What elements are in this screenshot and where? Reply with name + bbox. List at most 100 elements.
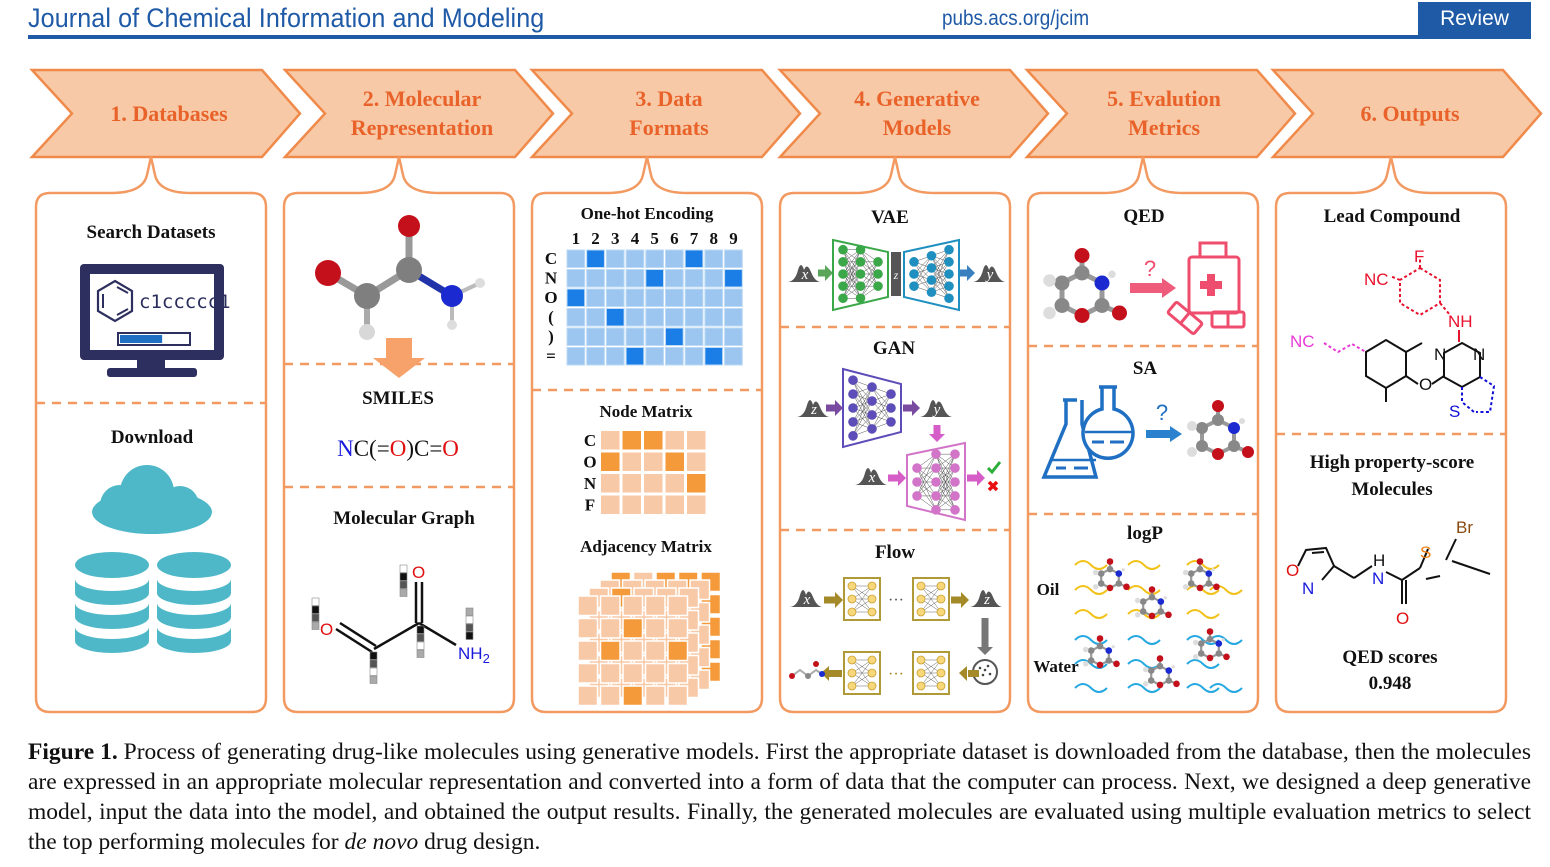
atom-o: O	[1286, 561, 1299, 580]
wave-line	[1209, 635, 1243, 645]
onehot-cell	[724, 269, 743, 288]
adjacency-cell	[622, 662, 644, 684]
neuron	[950, 491, 960, 501]
feature-bar-cell	[416, 649, 425, 658]
flow-title: Flow	[875, 542, 915, 563]
atom-s: S	[1449, 402, 1460, 421]
atom-o: O	[1419, 375, 1432, 394]
onehot-col-label: 9	[729, 229, 738, 248]
panel-border	[778, 191, 1012, 714]
flow-block	[912, 651, 950, 695]
distribution-icon: y	[972, 265, 1006, 283]
adjacency-cell	[622, 685, 644, 707]
panel-frame	[34, 156, 268, 714]
smiles-token: C(=	[354, 436, 390, 461]
wave-line	[1127, 635, 1161, 645]
wave-line	[1209, 683, 1243, 693]
neuron	[931, 491, 941, 501]
node-matrix-title: Node Matrix	[599, 402, 693, 421]
neuron	[950, 477, 960, 487]
oil-water-waves	[1074, 558, 1243, 693]
neuron	[867, 607, 877, 617]
onehot-col-label: 4	[631, 229, 640, 248]
feature-bar-cell	[311, 605, 320, 614]
neuron	[848, 431, 858, 441]
node-cell	[665, 495, 684, 514]
atom-h: H	[1373, 551, 1385, 570]
question-mark: ?	[1144, 256, 1156, 281]
onehot-col-label: 8	[710, 229, 719, 248]
flow-block	[843, 651, 881, 695]
step-label: 4. Generative	[854, 86, 980, 111]
arrow-icon	[821, 666, 842, 681]
logp-title: logP	[1127, 523, 1163, 544]
panel-border	[282, 191, 516, 714]
node-cell	[622, 474, 641, 493]
node-cell	[687, 474, 706, 493]
neural-network-icon	[903, 238, 960, 312]
onehot-cell	[684, 288, 704, 307]
adjacency-cell	[644, 640, 666, 662]
onehot-cell	[586, 327, 605, 346]
neuron	[838, 269, 848, 279]
onehot-cell	[605, 327, 625, 346]
neuron	[867, 581, 877, 591]
variable-label: y	[932, 402, 941, 418]
panel-databases: Search Datasets c1ccccc1 Download	[75, 222, 231, 653]
molecular-graph-diagram: O O NH2	[311, 563, 490, 684]
variable-label: x	[803, 592, 811, 608]
onehot-cell	[684, 249, 704, 268]
neuron	[867, 681, 877, 691]
onehot-cell	[665, 347, 684, 366]
smiles-string: NC(=O)C=O	[337, 436, 459, 461]
neuron	[873, 281, 883, 291]
feature-bar-cell	[465, 607, 474, 616]
onehot-cell	[665, 269, 684, 288]
brace-connector	[606, 156, 688, 195]
neuron	[944, 293, 954, 304]
adjacency-cell	[577, 617, 599, 639]
neuron	[926, 250, 937, 261]
neuron	[944, 257, 954, 267]
onehot-cell	[566, 347, 586, 366]
journal-url[interactable]: pubs.acs.org/jcim	[942, 7, 1090, 30]
wave-line	[1186, 683, 1220, 693]
neuron	[838, 244, 848, 255]
onehot-cell	[566, 308, 586, 327]
node-cell	[687, 452, 706, 471]
onehot-cell	[645, 288, 664, 307]
step-label: Representation	[351, 115, 494, 140]
node-cell	[644, 431, 663, 450]
onehot-cell	[566, 327, 586, 346]
adjacency-matrix	[577, 571, 722, 707]
molecular-graph-title: Molecular Graph	[333, 508, 475, 529]
distribution-icon: z	[969, 590, 1003, 608]
neuron	[944, 281, 954, 291]
neuron	[950, 505, 960, 515]
neuron	[926, 263, 937, 273]
wave-line	[1186, 635, 1220, 645]
wave-line	[1074, 585, 1108, 595]
panel-border	[530, 191, 764, 714]
step-label: 2. Molecular	[363, 86, 482, 111]
neuron	[873, 269, 883, 279]
flow-diagram: x···z···	[789, 577, 1003, 695]
variable-label: z	[893, 268, 899, 282]
adjacency-cell	[644, 595, 666, 617]
variable-label: z	[810, 402, 817, 418]
onehot-cell	[704, 269, 724, 288]
feature-bar-cell	[399, 564, 408, 573]
step-label: 1. Databases	[110, 101, 228, 126]
neuron	[847, 668, 857, 678]
adjacency-cell	[577, 662, 599, 684]
chevron-shape	[777, 68, 1050, 159]
panel-frame	[778, 156, 1012, 714]
onehot-cell	[704, 308, 724, 327]
node-cell	[644, 495, 663, 514]
neuron	[855, 269, 866, 279]
feature-bar-cell	[369, 675, 378, 684]
search-progress-bar	[120, 335, 163, 343]
ellipsis: ···	[888, 666, 904, 683]
